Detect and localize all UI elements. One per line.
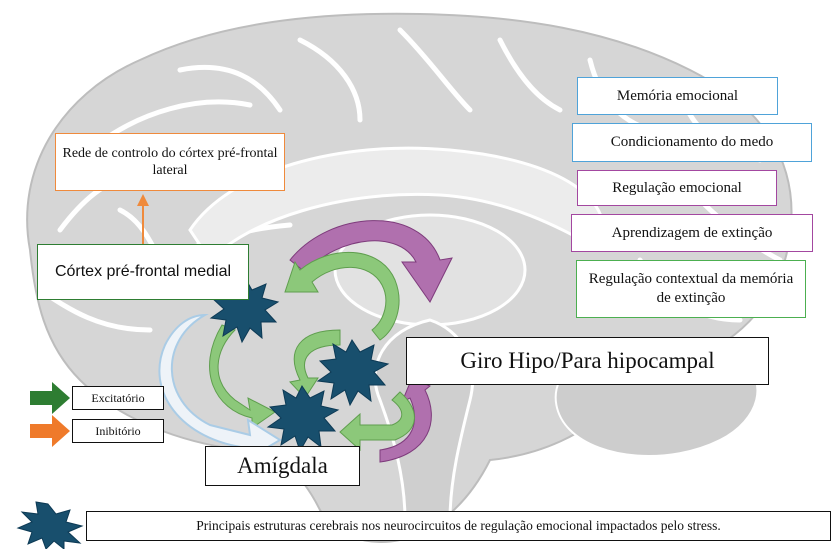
function-text: Regulação contextual da memória de extin…: [587, 270, 795, 308]
hippocampal-label: Giro Hipo/Para hipocampal: [406, 337, 769, 385]
function-regulacao-emocional: Regulação emocional: [577, 170, 777, 206]
legend-inhibitory-text: Inibitório: [95, 424, 140, 439]
function-memoria-emocional: Memória emocional: [577, 77, 778, 115]
legend-excitatory-text: Excitatório: [91, 391, 144, 406]
amygdala-text: Amígdala: [237, 452, 328, 481]
stars-caption-text: Principais estruturas cerebrais nos neur…: [196, 518, 720, 535]
function-aprendizagem-extincao: Aprendizagem de extinção: [571, 214, 813, 252]
stars-caption: Principais estruturas cerebrais nos neur…: [86, 511, 831, 541]
legend-star-burst-icon: [18, 502, 82, 549]
legend-excitatory: Excitatório: [72, 386, 164, 410]
excitatory-arrow-icon: [30, 382, 70, 414]
lateral-pfc-text: Rede de controlo do córtex pré-frontal l…: [62, 145, 278, 180]
function-text: Aprendizagem de extinção: [612, 224, 773, 243]
function-regulacao-contextual: Regulação contextual da memória de extin…: [576, 260, 806, 318]
function-text: Condicionamento do medo: [611, 133, 773, 152]
function-condicionamento-medo: Condicionamento do medo: [572, 123, 812, 162]
inhibitory-arrow-icon: [30, 415, 70, 447]
lateral-pfc-label: Rede de controlo do córtex pré-frontal l…: [55, 133, 285, 191]
function-text: Regulação emocional: [612, 179, 742, 198]
medial-pfc-label: Córtex pré-frontal medial: [37, 244, 249, 300]
function-text: Memória emocional: [617, 87, 738, 106]
medial-pfc-text: Córtex pré-frontal medial: [55, 262, 231, 282]
hippocampal-text: Giro Hipo/Para hipocampal: [460, 347, 714, 376]
amygdala-label: Amígdala: [205, 446, 360, 486]
legend-inhibitory: Inibitório: [72, 419, 164, 443]
